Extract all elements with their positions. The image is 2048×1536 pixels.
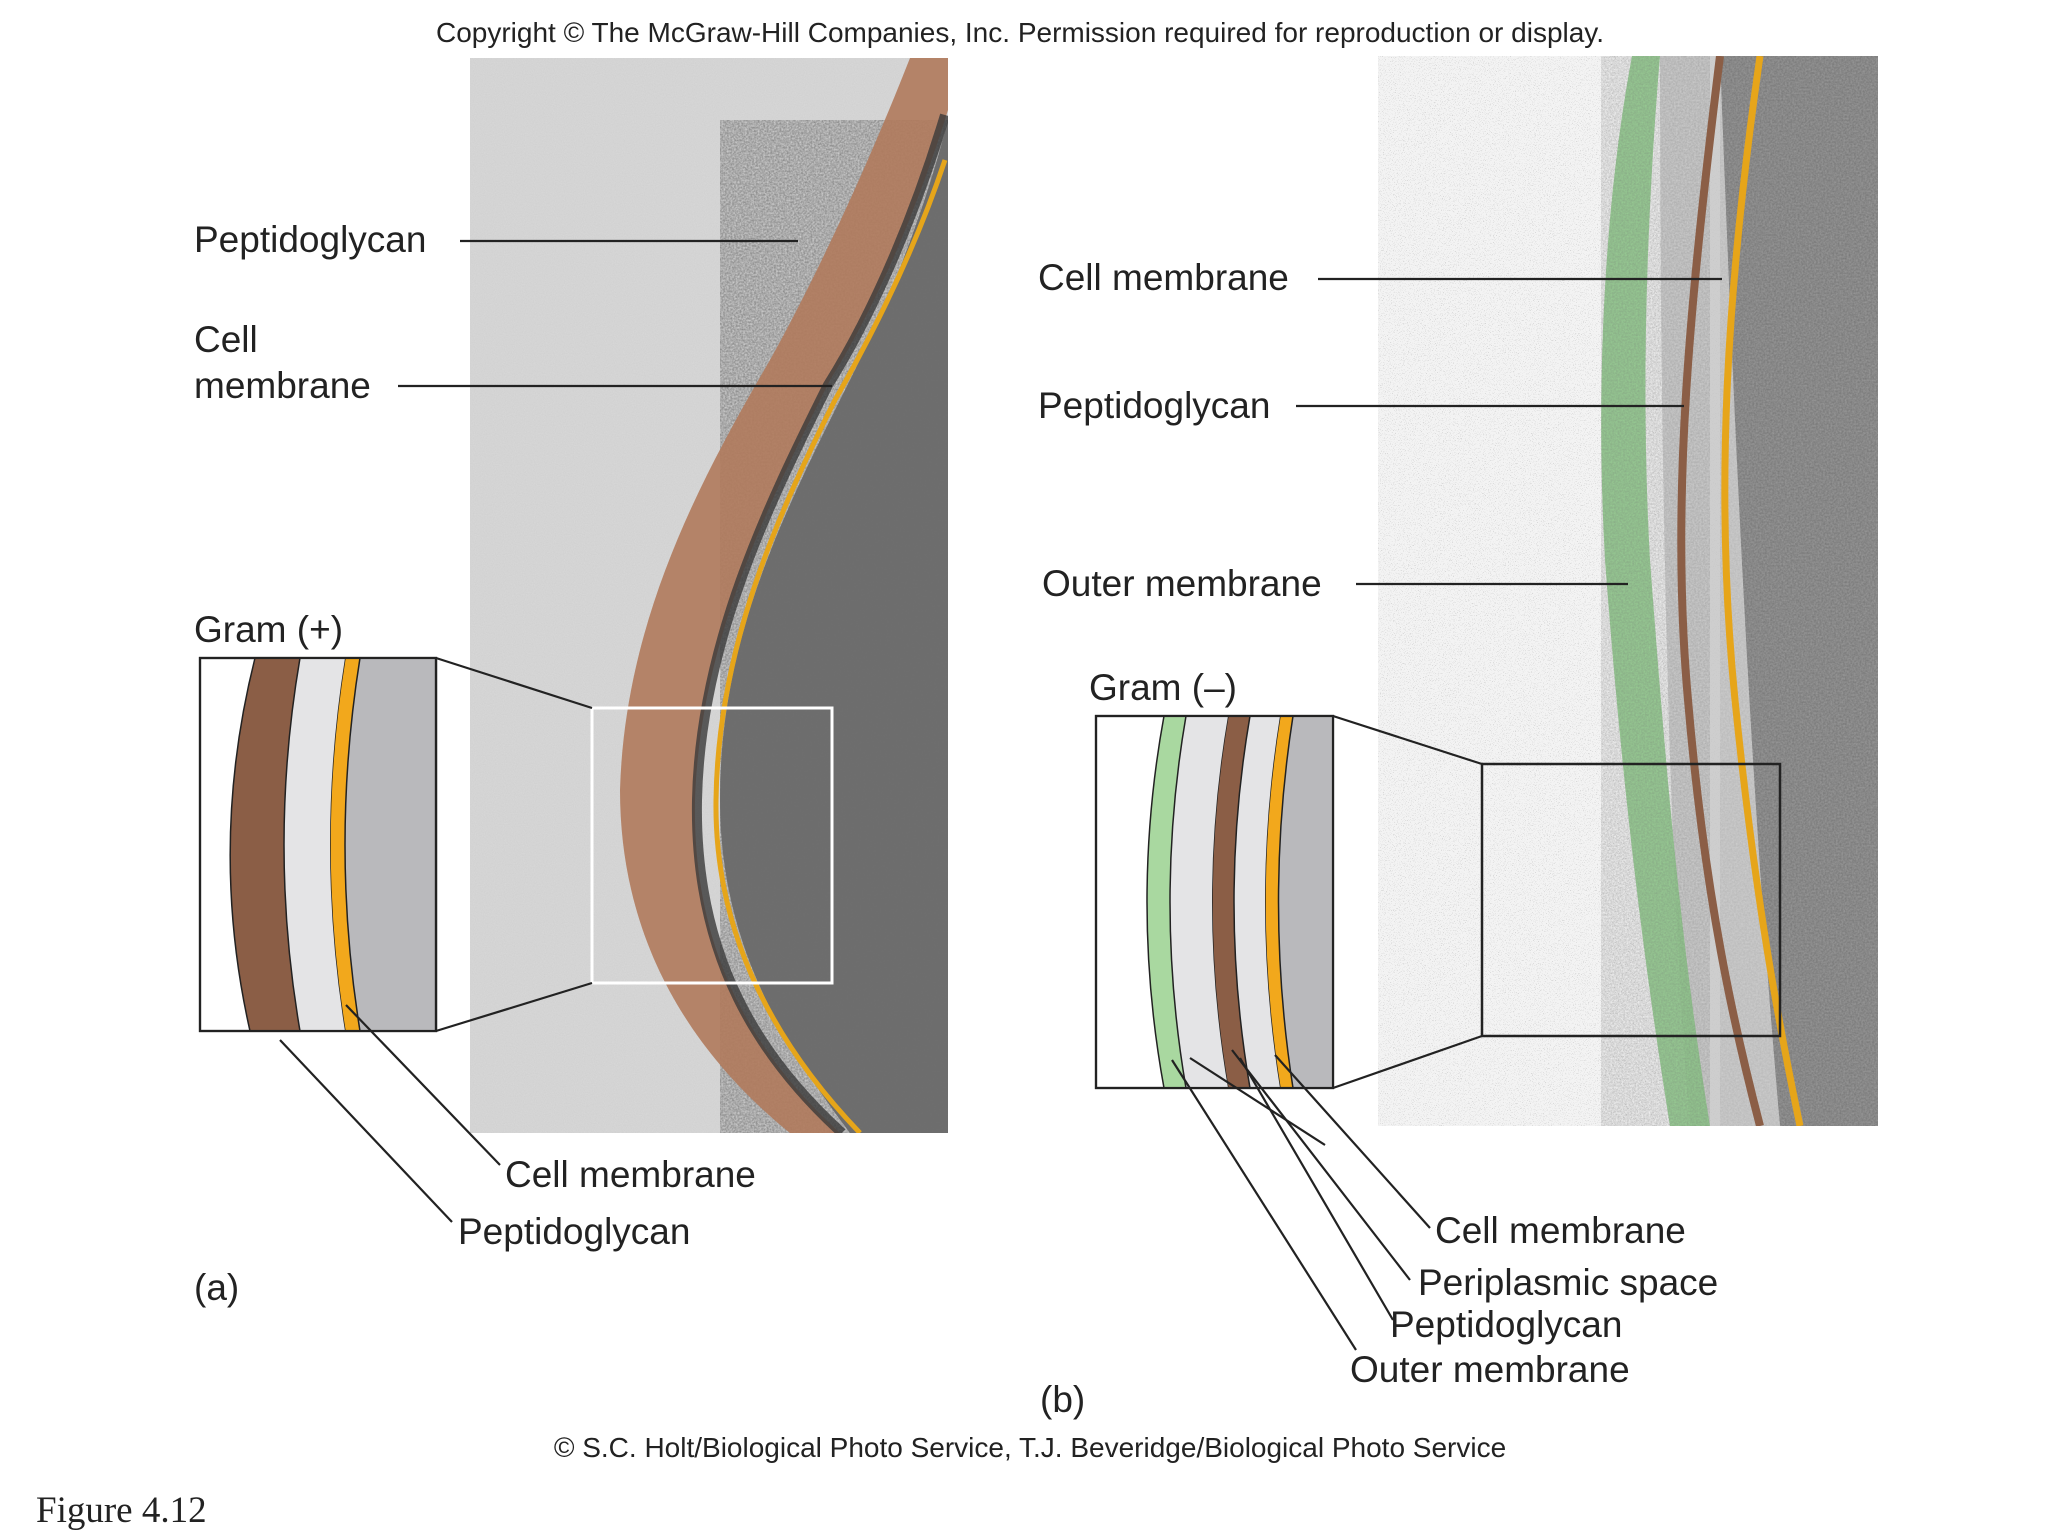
- label-cell-membrane-a: membrane: [194, 365, 371, 406]
- zoom-box-b: [1480, 762, 1782, 1038]
- label-outer-membrane-b: Outer membrane: [1042, 563, 1322, 604]
- peptidoglycan-layer-a: [620, 58, 948, 1133]
- photo-credit: © S.C. Holt/Biological Photo Service, T.…: [554, 1432, 1506, 1463]
- gram-negative-diagram: [1094, 714, 1483, 1351]
- label-cell-a-line1: Cell: [194, 319, 258, 360]
- label-diagram-cell-membrane-a: Cell membrane: [505, 1154, 756, 1195]
- zoom-box-a: [590, 706, 834, 985]
- peptidoglycan-line-b: [1677, 56, 1764, 1126]
- label-diagram-periplasmic-space-b: Periplasmic space: [1418, 1262, 1718, 1303]
- figure-number: Figure 4.12: [36, 1490, 207, 1531]
- label-cell-membrane-b: Cell membrane: [1038, 257, 1289, 298]
- cell-membrane-line-a: [713, 159, 948, 1133]
- label-peptidoglycan-b: Peptidoglycan: [1038, 385, 1270, 426]
- cell-membrane-line-b: [1721, 56, 1804, 1126]
- label-peptidoglycan-a: Peptidoglycan: [194, 219, 426, 260]
- gram-positive-micrograph: [470, 58, 948, 1133]
- gram-negative-micrograph: [1378, 56, 1878, 1126]
- label-gram-positive: Gram (+): [194, 609, 343, 650]
- panel-label-a: (a): [194, 1267, 239, 1308]
- label-diagram-cell-membrane-b: Cell membrane: [1435, 1210, 1686, 1251]
- copyright-notice: Copyright © The McGraw-Hill Companies, I…: [436, 17, 1604, 48]
- label-diagram-outer-membrane-b: Outer membrane: [1350, 1349, 1630, 1390]
- label-diagram-peptidoglycan-b: Peptidoglycan: [1390, 1304, 1622, 1345]
- label-gram-negative: Gram (–): [1089, 667, 1237, 708]
- gram-positive-diagram: [198, 656, 593, 1223]
- label-diagram-peptidoglycan-a: Peptidoglycan: [458, 1211, 690, 1252]
- panel-label-b: (b): [1040, 1379, 1085, 1420]
